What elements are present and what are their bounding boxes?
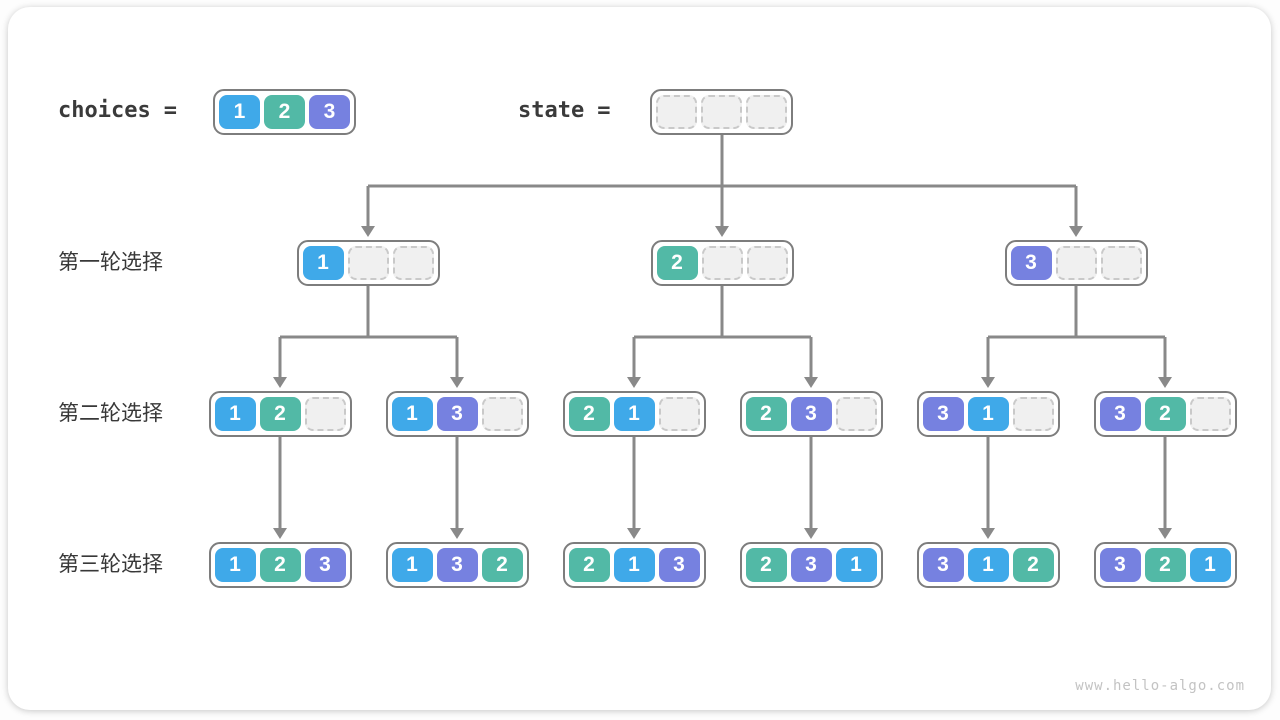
row-label-round-3: 第三轮选择 xyxy=(58,553,163,576)
cell-value-2: 2 xyxy=(1144,548,1186,582)
cell-value-2: 2 xyxy=(568,548,610,582)
cell-empty xyxy=(481,397,523,431)
cell-value-2: 2 xyxy=(259,548,301,582)
cell-value-3: 3 xyxy=(309,95,350,129)
cell-empty xyxy=(304,397,346,431)
cell-value-2: 2 xyxy=(259,397,301,431)
state-label-text: state xyxy=(518,98,585,123)
choices-label: choices = xyxy=(58,97,177,125)
cell-empty xyxy=(347,246,389,280)
cell-empty xyxy=(1189,397,1231,431)
row-label-round-2: 第二轮选择 xyxy=(58,402,163,425)
cell-value-1: 1 xyxy=(613,397,655,431)
cell-empty xyxy=(746,246,788,280)
cell-value-3: 3 xyxy=(1099,397,1141,431)
cell-value-1: 1 xyxy=(835,548,877,582)
cell-value-2: 2 xyxy=(1144,397,1186,431)
cell-value-3: 3 xyxy=(790,548,832,582)
array-node-r1-1: 1 xyxy=(296,240,440,286)
cell-value-2: 2 xyxy=(656,246,698,280)
cell-value-3: 3 xyxy=(436,548,478,582)
cell-value-2: 2 xyxy=(568,397,610,431)
cell-value-1: 1 xyxy=(214,548,256,582)
cell-value-1: 1 xyxy=(391,548,433,582)
cell-value-1: 1 xyxy=(214,397,256,431)
row-label-round-1: 第一轮选择 xyxy=(58,251,163,274)
cell-value-3: 3 xyxy=(1099,548,1141,582)
cell-empty xyxy=(656,95,697,129)
cell-value-2: 2 xyxy=(481,548,523,582)
array-node-r1-2: 2 xyxy=(650,240,794,286)
cell-empty xyxy=(1100,246,1142,280)
cell-value-3: 3 xyxy=(304,548,346,582)
state-array-node xyxy=(650,89,793,135)
cell-empty xyxy=(658,397,700,431)
cell-value-2: 2 xyxy=(745,397,787,431)
cell-empty xyxy=(1055,246,1097,280)
diagram-card xyxy=(8,7,1271,710)
cell-value-1: 1 xyxy=(613,548,655,582)
choices-label-text: choices xyxy=(58,98,151,123)
cell-value-3: 3 xyxy=(922,397,964,431)
cell-empty xyxy=(701,246,743,280)
cell-value-1: 1 xyxy=(1189,548,1231,582)
equals-sign: = xyxy=(597,98,611,123)
watermark: www.hello-algo.com xyxy=(1075,678,1245,694)
cell-value-1: 1 xyxy=(302,246,344,280)
cell-empty xyxy=(835,397,877,431)
state-label: state = xyxy=(518,97,610,125)
cell-value-3: 3 xyxy=(1010,246,1052,280)
cell-value-2: 2 xyxy=(264,95,305,129)
cell-value-2: 2 xyxy=(1012,548,1054,582)
cell-empty xyxy=(746,95,787,129)
cell-value-1: 1 xyxy=(967,548,1009,582)
array-node-r1-3: 3 xyxy=(1004,240,1148,286)
equals-sign: = xyxy=(163,98,177,123)
cell-value-3: 3 xyxy=(790,397,832,431)
cell-value-1: 1 xyxy=(967,397,1009,431)
cell-value-3: 3 xyxy=(436,397,478,431)
cell-value-1: 1 xyxy=(391,397,433,431)
cell-value-1: 1 xyxy=(219,95,260,129)
cell-empty xyxy=(392,246,434,280)
cell-value-3: 3 xyxy=(922,548,964,582)
cell-value-3: 3 xyxy=(658,548,700,582)
cell-empty xyxy=(701,95,742,129)
cell-value-2: 2 xyxy=(745,548,787,582)
cell-empty xyxy=(1012,397,1054,431)
